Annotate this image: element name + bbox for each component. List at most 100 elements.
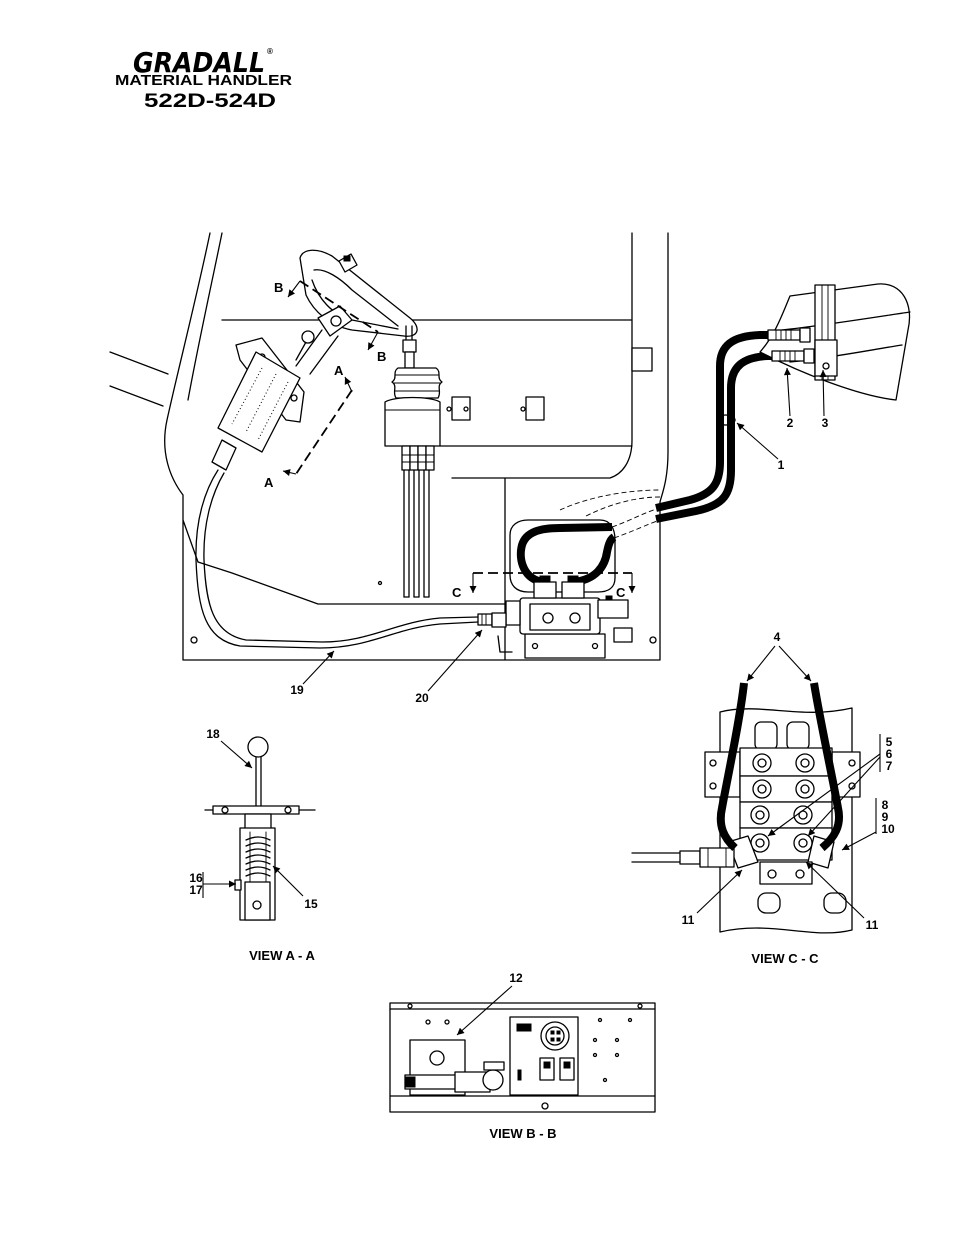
hose-left-inner — [516, 523, 613, 586]
end-cap-bolt — [848, 759, 856, 767]
fitting-nut — [799, 327, 811, 343]
valve-port-fitting — [533, 581, 557, 599]
callout-2: 2 — [787, 416, 794, 430]
view-a-a-title: VIEW A - A — [249, 948, 315, 963]
switch-dot — [446, 406, 452, 412]
callout-10: 10 — [881, 822, 895, 836]
valve-spool-cap — [786, 721, 810, 751]
cable-adapter — [699, 847, 735, 868]
end-cap-bolt — [848, 782, 856, 790]
port-fitting — [409, 445, 419, 471]
adapter-hex-lines — [707, 847, 727, 868]
valve-side-port — [597, 599, 629, 619]
port-bore — [757, 784, 767, 794]
fitting-ribs — [775, 329, 792, 341]
valve-lower-tab — [613, 627, 633, 643]
valve-spool-cap — [754, 721, 778, 751]
callout-9: 9 — [882, 810, 889, 824]
hole — [541, 1102, 549, 1110]
callout-12: 12 — [509, 971, 523, 985]
callout-leader — [778, 645, 812, 682]
section-a-label-lower: A — [264, 475, 274, 490]
callout-leader — [456, 985, 513, 1036]
section-line-a: A A — [264, 363, 353, 490]
section-c-label-right: C — [616, 585, 626, 600]
cable-ferrule — [679, 850, 701, 865]
port — [793, 833, 813, 853]
joystick-stick — [405, 325, 413, 343]
shift-joystick — [384, 325, 443, 598]
bulkhead-block — [814, 339, 838, 377]
joystick-collar — [402, 339, 417, 353]
valve-spool-end — [569, 612, 581, 624]
callout-leader — [841, 831, 877, 851]
hose-left — [716, 682, 748, 851]
control-cable — [631, 852, 683, 863]
clevis-plate — [483, 1061, 505, 1071]
callout-11-right: 11 — [866, 918, 879, 932]
end-cap-bolt — [709, 782, 717, 790]
header: GRADALL ® MATERIAL HANDLER 522D-524D — [115, 46, 293, 112]
plate-slot — [757, 892, 781, 914]
block-bolt — [767, 869, 777, 879]
hose-end-fitting — [771, 350, 805, 362]
panel-switch-marks — [517, 1061, 571, 1081]
valve-cable-nut — [491, 612, 507, 628]
fitting-nut — [567, 575, 579, 583]
port — [750, 805, 770, 825]
callout-18: 18 — [206, 727, 220, 741]
hole — [597, 1017, 603, 1023]
callout-17: 17 — [189, 883, 203, 897]
housing-dotted-detail — [231, 367, 289, 441]
port — [752, 753, 772, 773]
section-a-label-upper: A — [334, 363, 344, 378]
plate-slot — [823, 892, 847, 914]
lever-knob — [247, 736, 269, 758]
switch-gauge — [429, 1050, 445, 1066]
bracket-tab — [497, 635, 513, 653]
hole — [592, 1037, 598, 1043]
port-fitting — [417, 445, 427, 471]
view-c-c-title: VIEW C - C — [751, 951, 819, 966]
callout-16: 16 — [189, 871, 203, 885]
hose-right — [810, 682, 843, 852]
hole — [614, 1037, 620, 1043]
hole — [592, 1052, 598, 1058]
clevis-pin — [252, 900, 262, 910]
section-a-arrow-upper — [344, 376, 353, 393]
bracket-hole — [591, 642, 599, 650]
mount-hole — [377, 580, 383, 586]
block-bolt — [795, 869, 805, 879]
dash-switch — [525, 396, 545, 421]
wheel-hub — [317, 305, 353, 337]
switch-dot — [463, 406, 469, 412]
callout-5: 5 — [886, 735, 893, 749]
hose-right-inner — [572, 533, 617, 586]
column-tube — [295, 329, 339, 375]
panel-label — [516, 1023, 532, 1032]
cab-frame-outline — [109, 232, 669, 661]
valve-spool-end — [542, 612, 554, 624]
plate-bolt — [221, 806, 229, 814]
section-b-arrow-upper — [287, 280, 301, 298]
callout-8: 8 — [882, 798, 889, 812]
port — [752, 779, 772, 799]
callout-6: 6 — [886, 747, 893, 761]
tilt-housing — [217, 351, 301, 453]
lever-rod — [255, 756, 262, 809]
callout-leader — [696, 869, 743, 914]
callout-leader — [767, 753, 881, 837]
callout-7: 7 — [886, 759, 893, 773]
callout-leader — [272, 865, 304, 897]
panel-holes — [407, 1003, 643, 1110]
valve-port-fitting — [561, 581, 585, 599]
port-bore — [800, 784, 810, 794]
panel-switch — [559, 1057, 575, 1081]
registered-mark: ® — [267, 47, 273, 56]
view-b-b-title: VIEW B - B — [489, 1126, 556, 1141]
cable-end-fitting — [477, 613, 493, 626]
cylinder-clevis — [482, 1069, 504, 1091]
mount-hole — [649, 636, 657, 644]
connector-inner — [545, 1026, 565, 1046]
